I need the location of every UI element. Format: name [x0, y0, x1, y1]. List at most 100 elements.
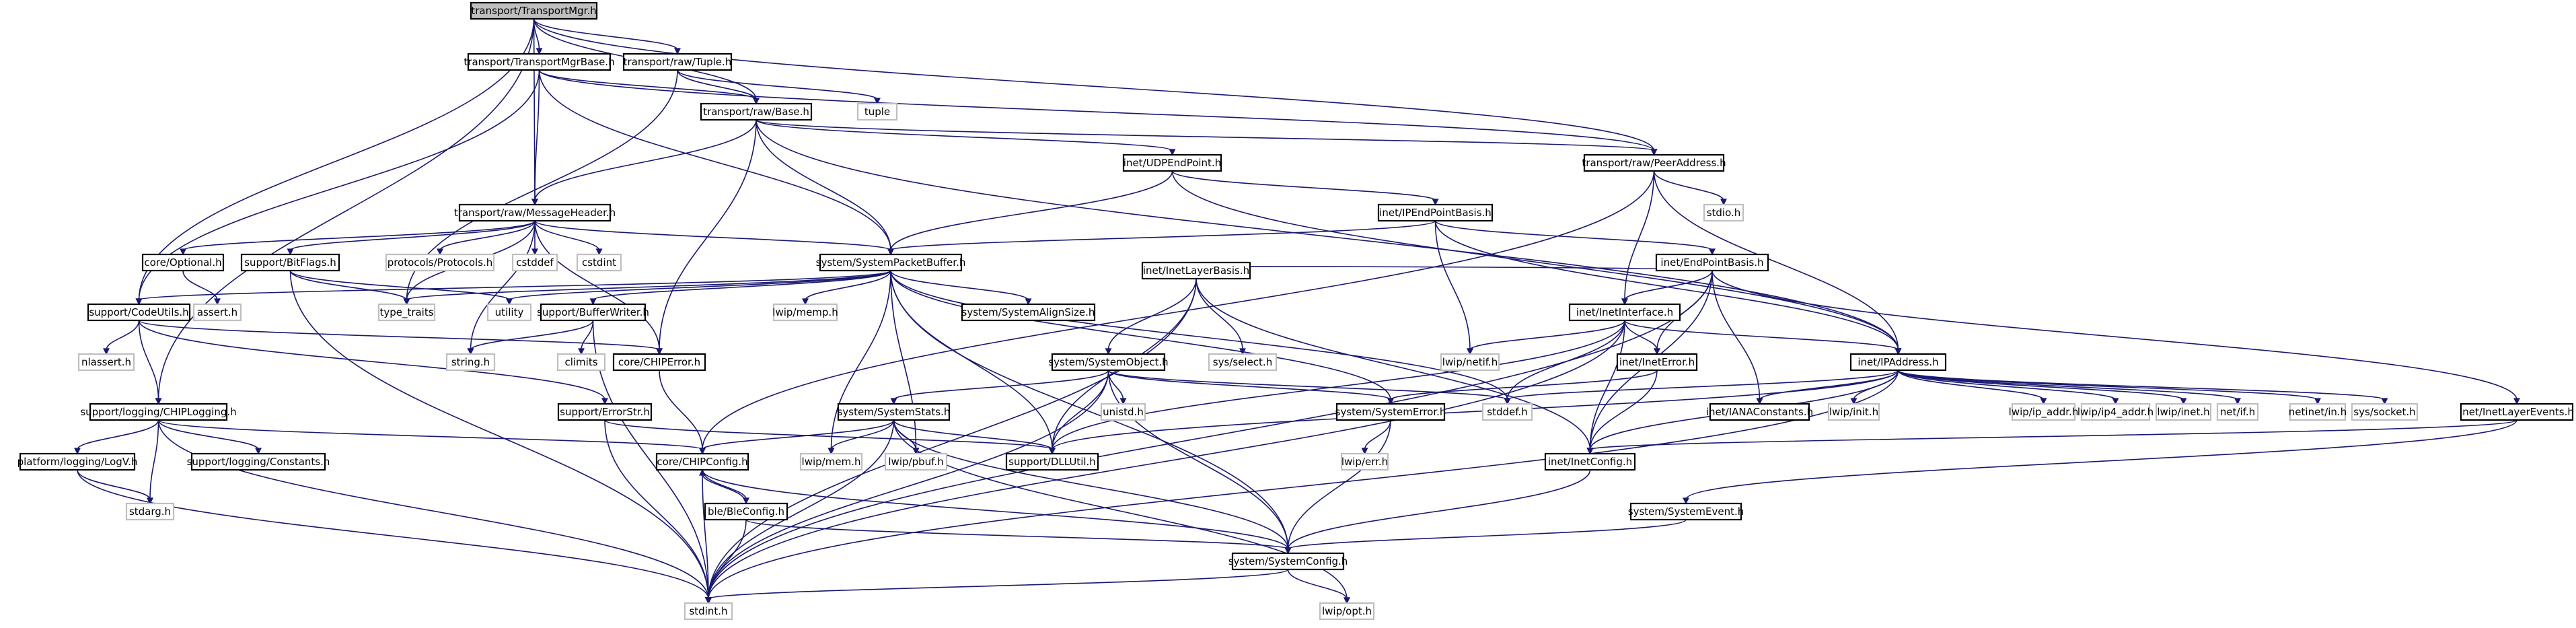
node-label: support/ErrorStr.h	[560, 406, 650, 418]
node-label: tuple	[864, 106, 890, 118]
edge-ipaddr-to-netif2	[1897, 370, 2241, 405]
node-cstdint: cstdint	[576, 253, 622, 272]
edge-line	[138, 320, 660, 351]
node-sys-socket-h: sys/socket.h	[2351, 403, 2419, 421]
node-label: lwip/ip_addr.h	[2009, 406, 2079, 419]
node-system-systemalignsize-h[interactable]: system/SystemAlignSize.h	[961, 303, 1096, 322]
node-system-systempacketbuffer-h[interactable]: system/SystemPacketBuffer.h	[816, 253, 966, 272]
node-support-bitflags-h[interactable]: support/BitFlags.h	[240, 253, 340, 272]
node-inet-ipendpointbasis-h[interactable]: inet/IPEndPointBasis.h	[1377, 203, 1494, 222]
edge-line	[289, 270, 510, 301]
node-support-bufferwriter-h[interactable]: support/BufferWriter.h	[537, 303, 649, 322]
node-transport-transportmgr-h[interactable]: transport/TransportMgr.h	[470, 1, 598, 20]
node-transport-raw-base-h[interactable]: transport/raw/Base.h	[700, 102, 813, 121]
node-core-chiperror-h[interactable]: core/CHIPError.h	[612, 353, 706, 372]
node-support-logging-constants-h[interactable]: support/logging/Constants.h	[187, 452, 330, 471]
edge-line	[157, 18, 535, 400]
node-box	[141, 253, 225, 272]
edge-ipaddr-to-inet_h	[1897, 370, 2187, 405]
edge-arrowhead	[536, 48, 543, 55]
edge-line	[1624, 320, 1658, 351]
edge-syserror-to-lwiperr	[1361, 419, 1391, 455]
edge-ipep-to-epb	[1434, 220, 1716, 256]
edge-arrowhead	[1894, 348, 1902, 355]
node-inet-ineterror-h[interactable]: inet/InetError.h	[1616, 353, 1698, 372]
edge-line	[77, 469, 151, 500]
edge-line	[1589, 320, 1625, 450]
node-climits: climits	[556, 353, 606, 372]
edge-arrowhead	[1654, 348, 1660, 355]
edge-line	[1052, 320, 1625, 450]
edge-line	[157, 419, 709, 600]
node-system-systemevent-h[interactable]: system/SystemEvent.h	[1628, 502, 1744, 521]
node-transport-raw-messageheader-h[interactable]: transport/raw/MessageHeader.h	[454, 203, 616, 222]
node-inet-endpointbasis-h[interactable]: inet/EndPointBasis.h	[1655, 253, 1769, 272]
edge-line	[406, 270, 891, 301]
edge-msg-to-optional	[180, 220, 536, 256]
edge-line	[1390, 370, 1658, 400]
node-lwip-ip4-addr-h: lwip/ip4_addr.h	[2077, 403, 2154, 421]
node-support-codeutils-h[interactable]: support/CodeUtils.h	[87, 303, 191, 322]
edge-arrowhead	[589, 298, 597, 306]
node-netinet-in-h: netinet/in.h	[2289, 403, 2347, 421]
edge-line	[1195, 278, 1243, 351]
node-label: lwip/netif.h	[1442, 356, 1498, 368]
node-core-chipconfig-h[interactable]: core/CHIPConfig.h	[655, 452, 749, 471]
node-box	[1629, 502, 1742, 521]
node-lwip-err-h: lwip/err.h	[1340, 452, 1389, 471]
edge-arrowhead	[595, 248, 603, 256]
edge-line	[1506, 370, 1899, 400]
edge-inetif-to-netif	[1467, 320, 1625, 355]
node-system-systemconfig-h[interactable]: system/SystemConfig.h	[1228, 552, 1348, 571]
node-lwip-opt-h: lwip/opt.h	[1319, 602, 1375, 621]
edge-line	[534, 69, 540, 201]
edge-arrowhead	[827, 448, 835, 455]
node-inet-ipaddress-h[interactable]: inet/IPAddress.h	[1849, 353, 1947, 372]
node-box	[1827, 403, 1880, 421]
edge-arrowhead	[1683, 497, 1689, 505]
edge-arrowhead	[1387, 398, 1394, 405]
edge-arrowhead	[1049, 448, 1056, 455]
node-transport-raw-peeraddress-h[interactable]: transport/raw/PeerAddress.h	[1582, 153, 1726, 172]
node-ble-bleconfig-h[interactable]: ble/BleConfig.h	[704, 502, 788, 521]
node-label: netinet/in.h	[2289, 406, 2347, 418]
node-inet-inetinterface-h[interactable]: inet/InetInterface.h	[1568, 303, 1681, 322]
edge-line	[289, 270, 408, 301]
node-transport-transportmgrbase-h[interactable]: transport/TransportMgrBase.h	[464, 53, 615, 71]
edge-arrowhead	[753, 98, 760, 105]
node-inet-inetlayerbasis-h[interactable]: inet/InetLayerBasis.h	[1141, 261, 1251, 280]
edge-line	[830, 419, 895, 450]
node-support-dllutil-h[interactable]: support/DLLUtil.h	[1005, 452, 1099, 471]
edge-line	[677, 69, 878, 100]
edge-line	[702, 170, 1655, 450]
node-inet-ianaconstants-h[interactable]: inet/IANAConstants.h	[1706, 403, 1813, 421]
node-platform-logging-logv-h[interactable]: platform/logging/LogV.h	[17, 452, 138, 471]
node-system-systemstats-h[interactable]: system/SystemStats.h	[838, 403, 951, 421]
node-inet-udpendpoint-h[interactable]: inet/UDPEndPoint.h	[1122, 153, 1222, 172]
node-system-systemobject-h[interactable]: system/SystemObject.h	[1048, 353, 1169, 372]
node-core-optional-h[interactable]: core/Optional.h	[141, 253, 225, 272]
node-box	[1005, 452, 1099, 471]
edge-line	[439, 220, 536, 251]
node-transport-raw-tuple-h[interactable]: transport/raw/Tuple.h	[622, 53, 733, 71]
node-box	[2080, 403, 2151, 421]
edge-line	[1712, 270, 2517, 400]
node-box	[19, 452, 136, 471]
node-inet-inetlayerevents-h[interactable]: inet/InetLayerEvents.h	[2460, 403, 2574, 421]
node-system-systemerror-h[interactable]: system/SystemError.h	[1335, 403, 1446, 421]
edge-arrowhead	[214, 298, 221, 306]
edge-epb-to-ile	[1712, 270, 2520, 405]
edge-line	[509, 270, 891, 301]
node-layer: transport/TransportMgr.h transport/Transp…	[17, 1, 2574, 621]
edge-msg-to-spb	[534, 220, 894, 256]
edge-line	[708, 270, 1713, 600]
edge-arrowhead	[1432, 199, 1439, 206]
node-support-errorstr-h[interactable]: support/ErrorStr.h	[557, 403, 653, 421]
node-support-logging-chiplogging-h[interactable]: support/logging/CHIPLogging.h	[80, 403, 237, 421]
node-box	[445, 353, 496, 372]
edge-root-to-tuple_h	[533, 18, 681, 55]
node-inet-inetconfig-h[interactable]: inet/InetConfig.h	[1544, 452, 1636, 471]
node-cstddef: cstddef	[511, 253, 558, 272]
edge-line	[1107, 278, 1197, 351]
edge-arrowhead	[1105, 348, 1112, 355]
